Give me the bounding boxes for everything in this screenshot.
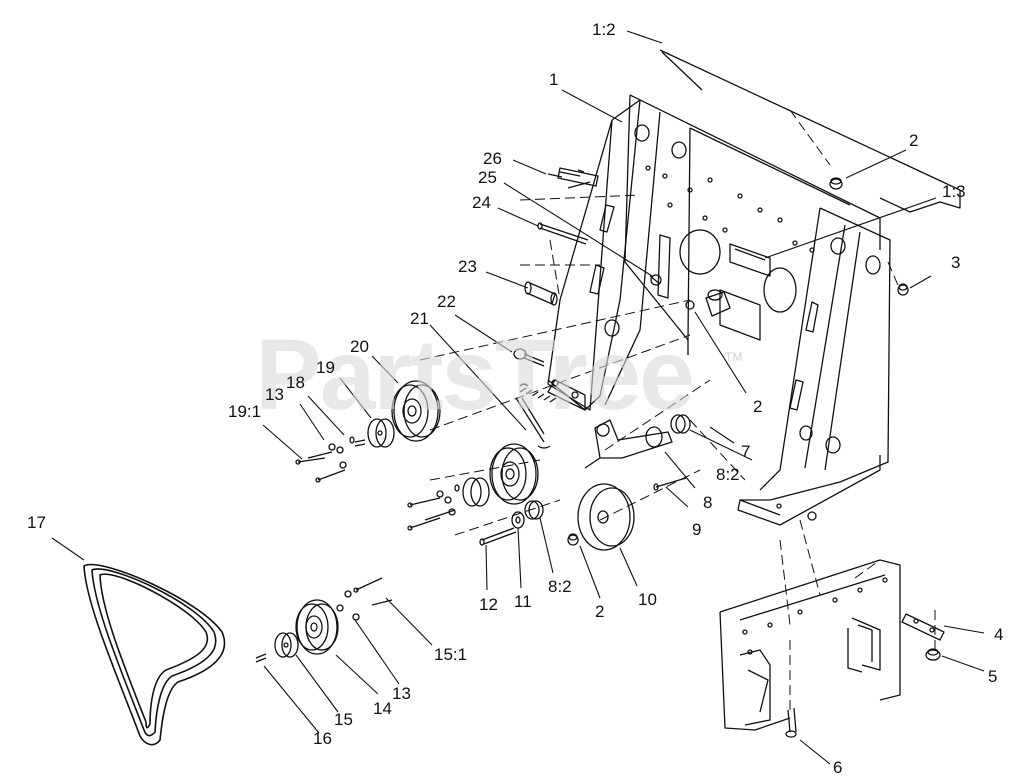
callout-7: 7 [741, 442, 751, 461]
plate-part-4 [901, 613, 945, 641]
nut-part-2-lower [567, 533, 579, 546]
hub-part-15 [274, 632, 299, 658]
callout-3: 3 [951, 253, 961, 272]
callout-14: 14 [373, 699, 392, 718]
callout-17: 17 [27, 513, 46, 532]
pulley-part-14 [295, 599, 339, 655]
callout-8: 8 [703, 493, 713, 512]
callout-26: 26 [483, 149, 502, 168]
callout-8-2-upper: 8:2 [716, 465, 740, 484]
watermark-logo: PartsTree [255, 319, 695, 431]
bracket-part-26 [547, 167, 599, 189]
callout-13-lower: 13 [392, 684, 411, 703]
pin-part-24 [537, 222, 589, 245]
key-part-18 [354, 439, 366, 447]
callout-24: 24 [472, 193, 491, 212]
spring-part-21 [515, 383, 557, 449]
v-belt-part-17 [83, 563, 226, 746]
bolt-part-6 [785, 707, 797, 738]
screw-set-upper [295, 436, 355, 483]
callout-2-top: 2 [909, 131, 919, 150]
callout-2-mid: 2 [753, 397, 763, 416]
idler-arm-part-8 [584, 419, 673, 469]
nut-part-2-top [829, 177, 843, 190]
nut-part-3 [897, 283, 909, 296]
bolt-part-9 [653, 477, 687, 491]
pulley-part-20 [391, 380, 441, 442]
callout-13-upper: 13 [265, 385, 284, 404]
watermark-trademark: TM [725, 350, 743, 364]
bolt-part-12 [479, 527, 517, 546]
callout-19-1: 19:1 [228, 402, 262, 421]
callout-19: 19 [316, 358, 335, 377]
callout-16: 16 [313, 729, 332, 748]
callout-1-3: 1:3 [942, 182, 966, 201]
callout-15: 15 [334, 710, 353, 729]
bolt-part-22 [513, 348, 545, 367]
hub-part-middle [462, 477, 490, 507]
screw-set-middle [407, 484, 460, 531]
callout-18: 18 [286, 373, 305, 392]
idler-pulley-part-10 [577, 483, 635, 551]
callout-4: 4 [994, 625, 1004, 644]
callout-6: 6 [833, 758, 843, 777]
callout-15-1: 15:1 [434, 645, 468, 664]
spacer-part-8-2-upper [670, 414, 691, 434]
callout-22: 22 [437, 292, 456, 311]
callout-25: 25 [478, 168, 497, 187]
callout-9: 9 [692, 520, 702, 539]
bushing-part-25 [649, 274, 662, 286]
callout-21: 21 [410, 309, 429, 328]
hub-part-19 [367, 418, 395, 448]
callout-10: 10 [638, 590, 657, 609]
callout-leader-lines [51, 30, 985, 765]
callout-1-2: 1:2 [592, 20, 616, 39]
callout-5: 5 [988, 667, 998, 686]
side-upright-part [737, 207, 891, 526]
callout-1: 1 [549, 70, 559, 89]
callout-2-lower: 2 [595, 602, 605, 621]
pulley-part-middle [489, 443, 539, 505]
main-frame-part [547, 94, 881, 411]
callout-11: 11 [514, 592, 532, 611]
callout-8-2-lower: 8:2 [548, 577, 572, 596]
sleeve-part-23 [524, 281, 558, 306]
callout-12: 12 [479, 595, 498, 614]
spacer-part-8-2-lower [524, 500, 544, 520]
callout-20: 20 [350, 337, 369, 356]
nut-part-5 [925, 648, 941, 661]
screw-set-lower [336, 577, 393, 621]
lower-mount-part [719, 559, 901, 731]
key-part-16 [255, 653, 267, 663]
cover-plate-part [659, 49, 961, 213]
callout-23: 23 [458, 257, 477, 276]
bushing-part-7 [705, 289, 731, 317]
